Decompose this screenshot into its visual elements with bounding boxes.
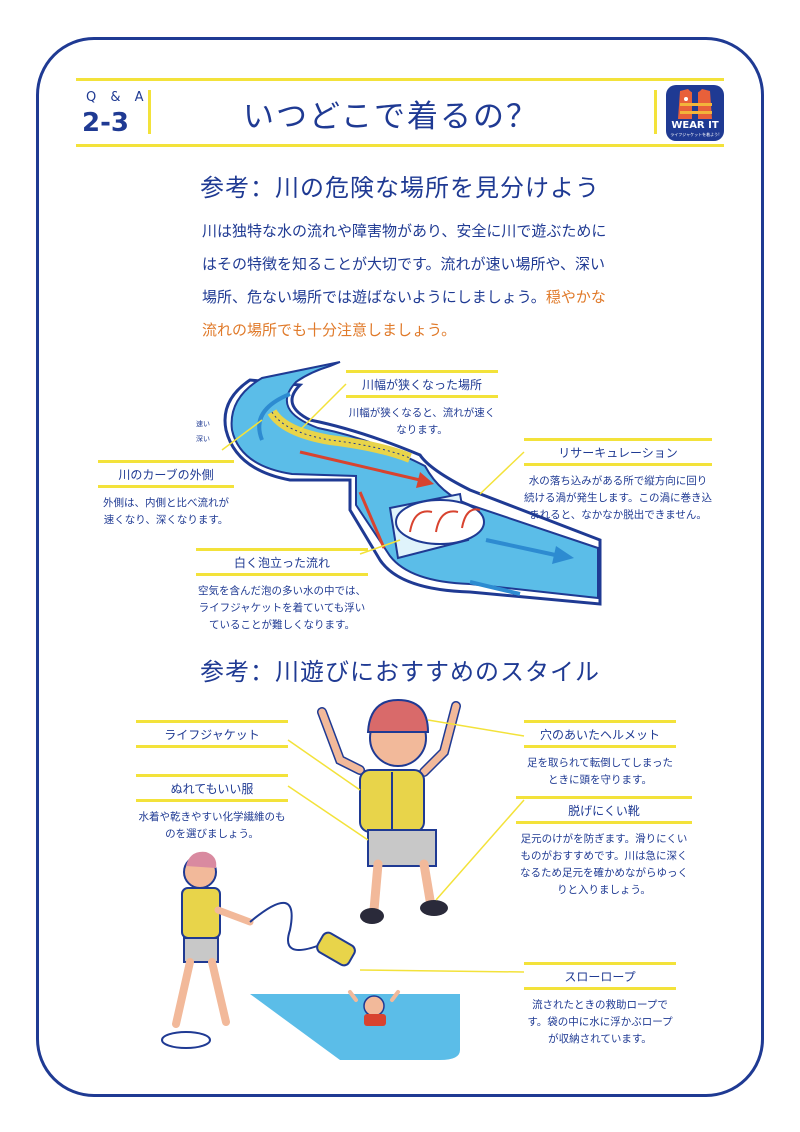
logo-subtext: ライフジャケットを着よう! (670, 132, 720, 137)
qa-number: 2-3 (82, 108, 129, 138)
label-rope-desc: 流されたときの救助ロープです。袋の中に水に浮かぶロープが収納されています。 (527, 999, 673, 1045)
header-band: Q & A 2-3 いつどこで着るの？ WEAR IT ライフジャケットを着よう… (76, 78, 724, 148)
river-intro-text: 川は独特な水の流れや障害物があり、安全に川で遊ぶためにはその特徴を知ることが大切… (202, 215, 612, 347)
label-rope: スローロープ 流されたときの救助ロープです。袋の中に水に浮かぶロープが収納されて… (524, 962, 676, 1048)
leader-helmet (427, 719, 525, 737)
header-divider-left (148, 90, 151, 134)
flow-arrow-bottom (469, 580, 521, 596)
label-lifejacket-title: ライフジャケット (136, 720, 288, 748)
label-curve-desc: 外側は、内側と比べ流れが速くなり、深くなります。 (103, 497, 229, 526)
label-narrow: 川幅が狭くなった場所 川幅が狭くなると、流れが速くなります。 (346, 370, 498, 439)
label-shoes-desc: 足元のけがを防ぎます。滑りにくいものがおすすめです。川は急に深くなるため足元を確… (520, 833, 688, 896)
label-narrow-desc: 川幅が狭くなると、流れが速くなります。 (348, 407, 496, 436)
header-divider-right (654, 90, 657, 134)
fast-flow-arrowhead (416, 472, 434, 488)
label-curve-title: 川のカーブの外側 (98, 460, 234, 488)
flow-arrow-top (257, 392, 291, 441)
label-rope-title: スローロープ (524, 962, 676, 990)
leader-foam (359, 539, 401, 555)
swimmer (348, 990, 400, 1026)
leader-recirc (479, 451, 525, 495)
recirculation-arrow-2 (435, 510, 459, 533)
fall-arrow (358, 491, 386, 549)
flow-arrow-mid (485, 538, 561, 558)
label-shoes-title: 脱げにくい靴 (516, 796, 692, 824)
label-recirculation: リサーキュレーション 水の落ち込みがある所で縦方向に回り続ける渦が発生します。こ… (524, 438, 712, 524)
page-title: いつどこで着るの？ (242, 99, 540, 135)
pool-water (250, 994, 460, 1060)
speed-fast-label: 速い (196, 420, 210, 428)
leader-narrow (299, 383, 347, 431)
rescuer (161, 851, 321, 1049)
leader-lifejacket (287, 739, 361, 791)
label-clothes-title: ぬれてもいい服 (136, 774, 288, 802)
throw-rope-bag (316, 931, 356, 967)
leader-clothes (287, 785, 369, 841)
label-shoes: 脱げにくい靴 足元のけがを防ぎます。滑りにくいものがおすすめです。川は急に深くな… (516, 796, 692, 899)
leader-curve (221, 419, 263, 451)
label-clothes: ぬれてもいい服 水着や乾きやすい化学繊維のものを選びましょう。 (136, 774, 288, 843)
label-clothes-desc: 水着や乾きやすい化学繊維のものを選びましょう。 (138, 811, 286, 840)
fast-flow-arrow (299, 450, 421, 482)
label-helmet: 穴のあいたヘルメット 足を取られて転倒してしまったときに頭を守ります。 (524, 720, 676, 789)
speed-deep-label: 深い (196, 435, 210, 443)
label-foam-title: 白く泡立った流れ (196, 548, 368, 576)
label-helmet-title: 穴のあいたヘルメット (524, 720, 676, 748)
intro-main: 川は独特な水の流れや障害物があり、安全に川で遊ぶためにはその特徴を知ることが大切… (202, 222, 607, 306)
label-curve: 川のカーブの外側 外側は、内側と比べ流れが速くなり、深くなります。 (98, 460, 234, 529)
label-helmet-desc: 足を取られて転倒してしまったときに頭を守ります。 (527, 757, 673, 786)
label-foam: 白く泡立った流れ 空気を含んだ泡の多い水の中では、ライフジャケットを着ていても浮… (196, 548, 368, 634)
river-section-title: 参考：川の危険な場所を見分けよう (200, 174, 600, 202)
intro-highlight: 穏やかな流れの場所でも十分注意しましょう。 (202, 288, 606, 339)
jumping-kid (317, 698, 461, 924)
white-foam (395, 499, 485, 545)
recirculation-arrow-1 (409, 510, 433, 533)
leader-rope (359, 969, 525, 973)
label-foam-desc: 空気を含んだ泡の多い水の中では、ライフジャケットを着ていても浮いていることが難し… (198, 585, 366, 631)
sandbar-hatch (271, 411, 411, 459)
flow-arrow-mid-head (552, 546, 574, 564)
label-narrow-title: 川幅が狭くなった場所 (346, 370, 498, 398)
label-recirculation-desc: 水の落ち込みがある所で縦方向に回り続ける渦が発生します。この渦に巻き込まれると、… (524, 475, 712, 521)
leader-shoes (435, 799, 525, 901)
recirculation-arrow-3 (461, 508, 481, 529)
label-recirculation-title: リサーキュレーション (524, 438, 712, 466)
header-rule-bottom (76, 144, 724, 147)
label-lifejacket: ライフジャケット (136, 720, 288, 748)
logo-text: WEAR IT (671, 120, 719, 131)
style-section-title: 参考：川遊びにおすすめのスタイル (200, 658, 600, 686)
lifejacket-icon (678, 89, 712, 119)
header-rule-top (76, 78, 724, 81)
wear-it-logo: WEAR IT ライフジャケットを着よう! (666, 85, 724, 141)
page-frame (36, 37, 764, 1097)
qa-label: Q & A (86, 90, 149, 105)
